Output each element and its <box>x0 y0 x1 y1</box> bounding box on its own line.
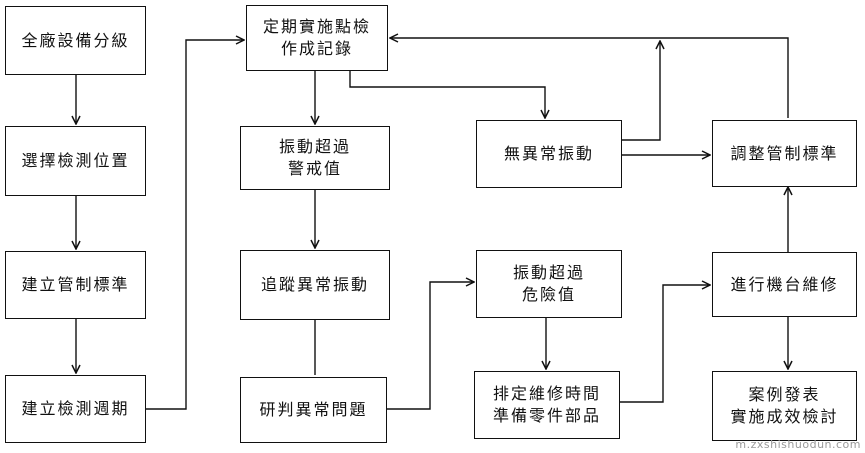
node-label-line1: 振動超過 <box>512 263 585 282</box>
arrow-n12-n5 <box>390 38 789 118</box>
node-case-review: 案例發表 實施成效檢討 <box>712 371 857 441</box>
node-label: 研判異常問題 <box>259 400 368 419</box>
arrow-n11-n13 <box>620 285 710 403</box>
node-label: 建立管制標準 <box>21 275 130 294</box>
node-label-line1: 排定維修時間 <box>492 384 601 403</box>
node-judge-problem: 研判異常問題 <box>240 377 387 443</box>
node-label: 選擇檢測位置 <box>21 151 130 170</box>
node-vibration-warning: 振動超過 警戒值 <box>240 126 390 190</box>
node-no-abnormal: 無異常振動 <box>476 120 622 188</box>
node-label-line2: 實施成效檢討 <box>730 407 839 426</box>
node-vibration-danger: 振動超過 危險值 <box>476 250 622 318</box>
node-label: 全廠設備分級 <box>21 30 130 50</box>
node-adjust-standard: 調整管制標準 <box>712 120 857 187</box>
node-machine-repair: 進行機台維修 <box>712 252 857 317</box>
node-label-line2: 危險值 <box>521 285 576 304</box>
node-label-line1: 振動超過 <box>278 137 351 156</box>
node-label-line1: 定期實施點檢 <box>262 17 371 36</box>
arrow-n9-feedback <box>622 41 660 141</box>
node-label: 進行機台維修 <box>730 274 839 294</box>
arrow-n5-n9 <box>349 71 545 118</box>
node-label: 追蹤異常振動 <box>260 275 369 294</box>
node-label-line2: 警戒值 <box>287 159 342 178</box>
arrow-n8-n10 <box>387 282 474 410</box>
node-label-line2: 準備零件部品 <box>492 406 601 425</box>
node-schedule-repair: 排定維修時間 準備零件部品 <box>474 371 620 439</box>
node-label: 無異常振動 <box>503 144 594 163</box>
node-label-line1: 案例發表 <box>748 385 821 404</box>
node-track-abnormal: 追蹤異常振動 <box>240 250 390 320</box>
node-label-line2: 作成記錄 <box>280 39 353 58</box>
node-periodic-inspection: 定期實施點檢 作成記錄 <box>246 5 388 71</box>
node-select-position: 選擇檢測位置 <box>5 126 146 196</box>
node-equipment-grading: 全廠設備分級 <box>5 6 146 75</box>
node-set-standard: 建立管制標準 <box>5 251 146 319</box>
watermark: m.zxshishuodun.com <box>735 438 861 451</box>
node-label: 調整管制標準 <box>730 143 839 163</box>
node-set-cycle: 建立檢測週期 <box>5 375 146 443</box>
arrow-n4-n5 <box>146 40 244 410</box>
node-label: 建立檢測週期 <box>21 399 130 418</box>
